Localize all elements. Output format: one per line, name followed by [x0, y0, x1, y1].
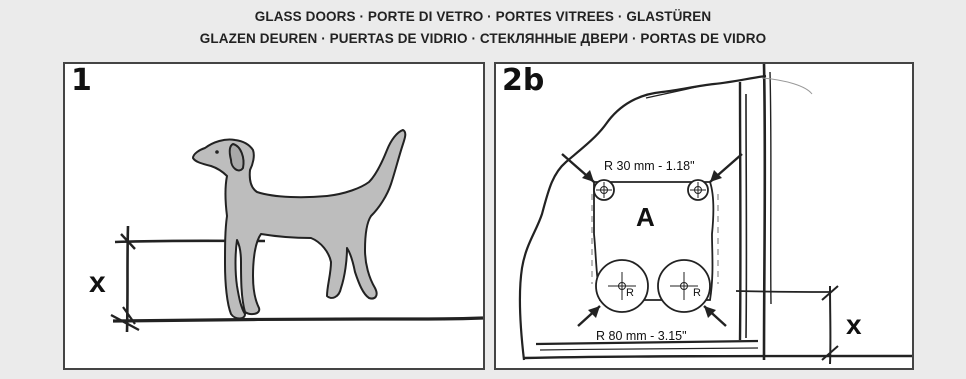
radius-mark-right: R — [693, 287, 701, 299]
height-line-top — [735, 290, 831, 293]
tick-bottom — [110, 313, 140, 332]
panel-number-1: 1 — [71, 63, 92, 98]
radius-mark-left: R — [626, 287, 634, 299]
broken-glass-outline — [518, 74, 767, 361]
dimension-top-label: R 30 mm - 1.18" — [604, 159, 695, 173]
heading-line-2: GLAZEN DEUREN · PUERTAS DE VIDRIO · СТЕК… — [199, 31, 767, 46]
area-label-a: A — [636, 202, 655, 232]
glass-door-diagram: x R R R 30 mm - 1.18" R 80 mm - 3.15" — [518, 64, 912, 365]
height-marker-x: x — [89, 266, 106, 299]
dog-diagram: x — [89, 129, 483, 333]
height-marker-x: x — [846, 309, 862, 340]
dog-silhouette — [192, 129, 407, 320]
floor-line-top — [535, 339, 759, 346]
tick-top — [120, 233, 136, 250]
panel-number-2b: 2b — [502, 63, 545, 98]
door-frame-right-inner — [769, 71, 772, 305]
floor-line — [112, 316, 483, 323]
door-frame-right — [762, 64, 767, 361]
panel-2b-glass-door: 2b x R — [494, 62, 914, 370]
dog-ear — [228, 142, 245, 172]
page-heading: GLASS DOORS · PORTE DI VETRO · PORTES VI… — [0, 6, 966, 50]
tick-top — [821, 285, 839, 301]
panel-1-dog-height: 1 x — [63, 62, 485, 370]
cut-area-outline — [593, 181, 715, 301]
dog-eye — [215, 150, 219, 154]
floor-line-bottom — [523, 354, 912, 360]
dimension-bottom-label: R 80 mm - 3.15" — [596, 329, 687, 343]
tick-bottom — [821, 345, 839, 361]
heading-line-1: GLASS DOORS · PORTE DI VETRO · PORTES VI… — [254, 9, 712, 24]
height-vertical-line — [125, 225, 130, 333]
